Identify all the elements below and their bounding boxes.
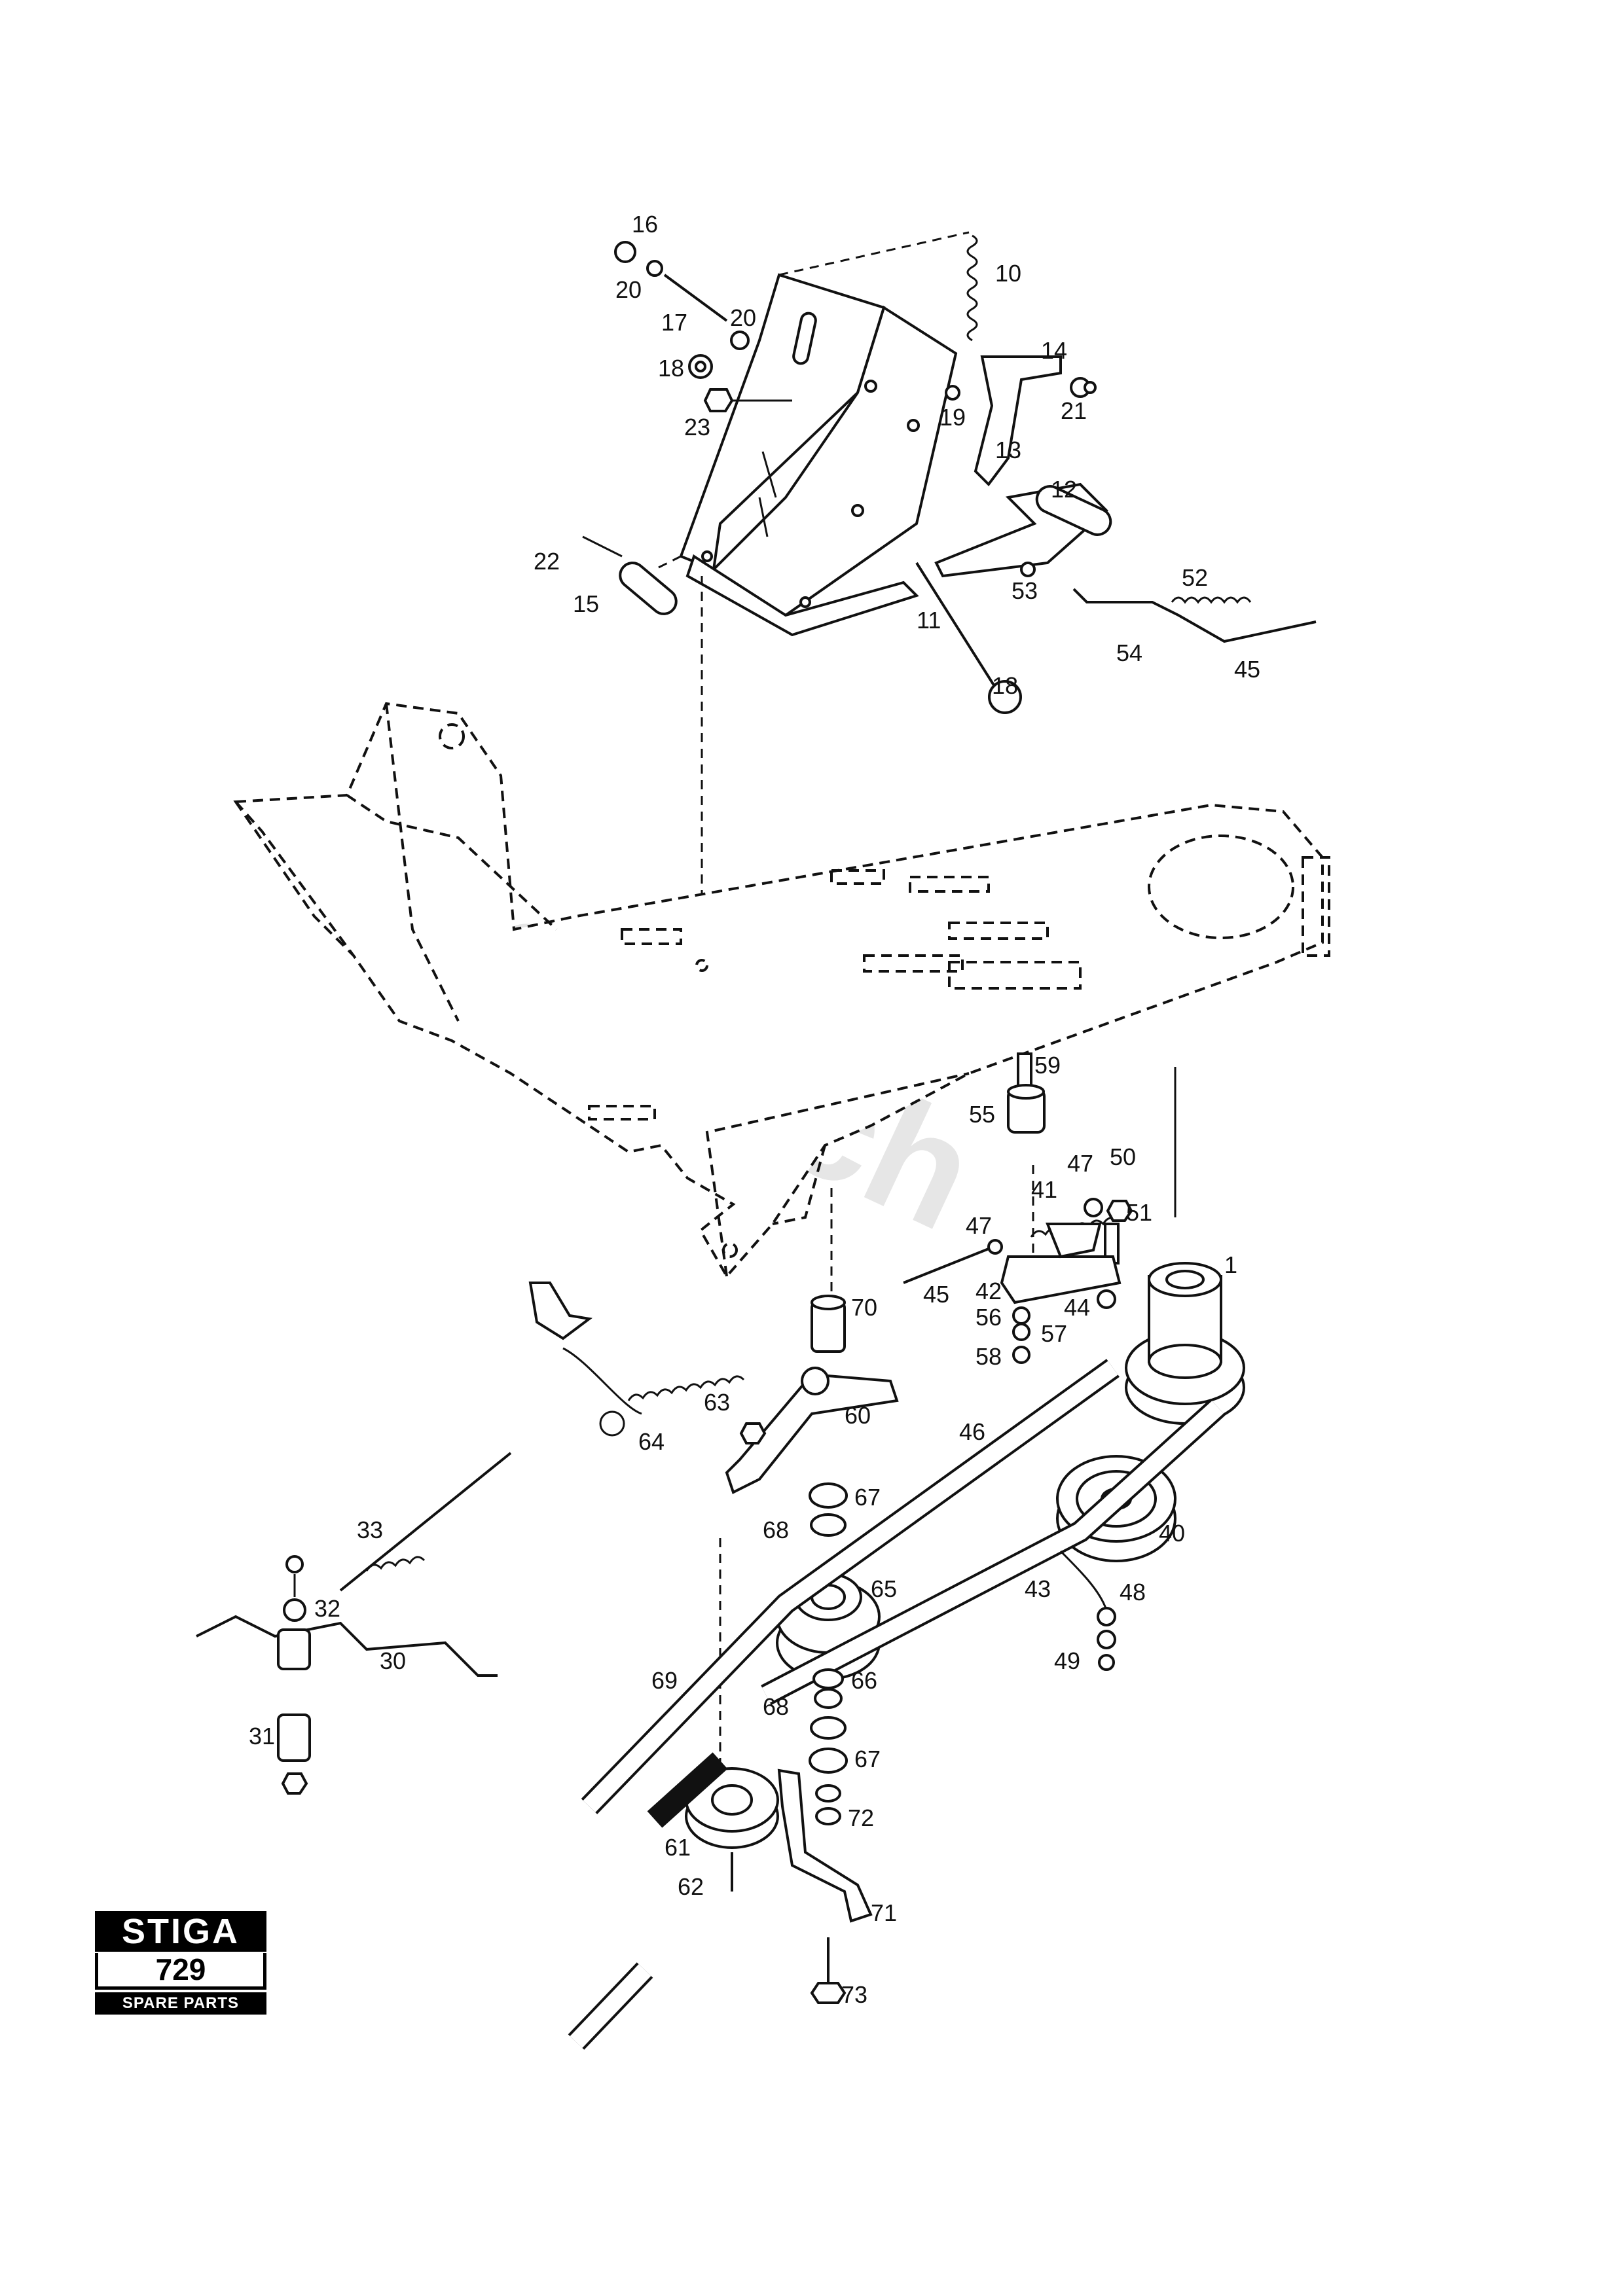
callout-60: 60 [845,1402,871,1429]
callout-16: 16 [632,211,658,238]
callout-23: 23 [684,414,710,440]
callout-47: 47 [966,1212,992,1239]
drive-belts [568,1359,1226,2050]
callout-65: 65 [871,1575,897,1602]
callout-52: 52 [1182,564,1208,591]
pedal-bracket-assembly [582,231,1317,714]
callout-69: 69 [651,1667,678,1694]
callout-19: 19 [939,404,966,431]
callout-48: 48 [1120,1579,1146,1605]
callout-22: 22 [534,548,560,575]
callout-30: 30 [380,1647,406,1674]
callout-47: 47 [1067,1150,1093,1177]
callout-67: 67 [854,1484,881,1511]
callout-1: 1 [1224,1251,1237,1278]
callout-67: 67 [854,1746,881,1772]
callout-20: 20 [615,276,642,303]
clutch-linkage [196,1282,899,1795]
callout-21: 21 [1061,397,1087,424]
callout-18: 18 [658,355,684,382]
stiga-logo: STIGA 729 SPARE PARTS [95,1911,266,2016]
callout-18: 18 [992,672,1018,699]
callout-54: 54 [1116,639,1142,666]
callout-68: 68 [763,1516,789,1543]
callout-64: 64 [638,1428,665,1455]
callout-45: 45 [923,1281,949,1308]
callout-57: 57 [1041,1320,1067,1347]
callout-17: 17 [661,309,687,336]
callout-44: 44 [1064,1294,1090,1321]
callout-70: 70 [851,1294,877,1321]
callout-53: 53 [1012,577,1038,604]
logo-brand: STIGA [95,1911,266,1952]
callout-51: 51 [1126,1199,1152,1226]
callout-58: 58 [976,1343,1002,1370]
callout-10: 10 [995,260,1021,287]
callout-labels: 16 20 17 20 18 23 10 14 19 21 13 12 22 1… [249,211,1260,2008]
callout-43: 43 [1025,1575,1051,1602]
callout-55: 55 [969,1101,995,1128]
callout-32: 32 [314,1595,340,1622]
callout-14: 14 [1041,337,1067,364]
callout-73: 73 [841,1981,867,2008]
callout-50: 50 [1110,1143,1136,1170]
callout-42: 42 [976,1278,1002,1304]
logo-model-number: 729 [95,1953,266,1990]
callout-59: 59 [1034,1052,1061,1079]
chassis-frame [233,702,1330,1279]
callout-68: 68 [763,1693,789,1720]
callout-72: 72 [848,1804,874,1831]
callout-45: 45 [1234,656,1260,683]
callout-20: 20 [730,304,756,331]
callout-49: 49 [1054,1647,1080,1674]
callout-46: 46 [959,1418,985,1445]
lower-hardware [777,1550,1116,2004]
callout-31: 31 [249,1723,275,1749]
callout-71: 71 [871,1899,897,1926]
callout-13: 13 [995,437,1021,463]
callout-62: 62 [678,1873,704,1900]
callout-11: 11 [917,607,941,634]
pulleys [685,1262,1245,1892]
callout-40: 40 [1159,1520,1185,1547]
callout-61: 61 [665,1834,691,1861]
callout-41: 41 [1031,1176,1057,1203]
callout-66: 66 [851,1667,877,1694]
callout-33: 33 [357,1516,383,1543]
callout-63: 63 [704,1389,730,1416]
logo-caption: SPARE PARTS [95,1992,266,2015]
callout-15: 15 [573,590,599,617]
callout-56: 56 [976,1304,1002,1331]
callout-12: 12 [1051,476,1077,503]
tensioner-assembly [903,1052,1133,1364]
